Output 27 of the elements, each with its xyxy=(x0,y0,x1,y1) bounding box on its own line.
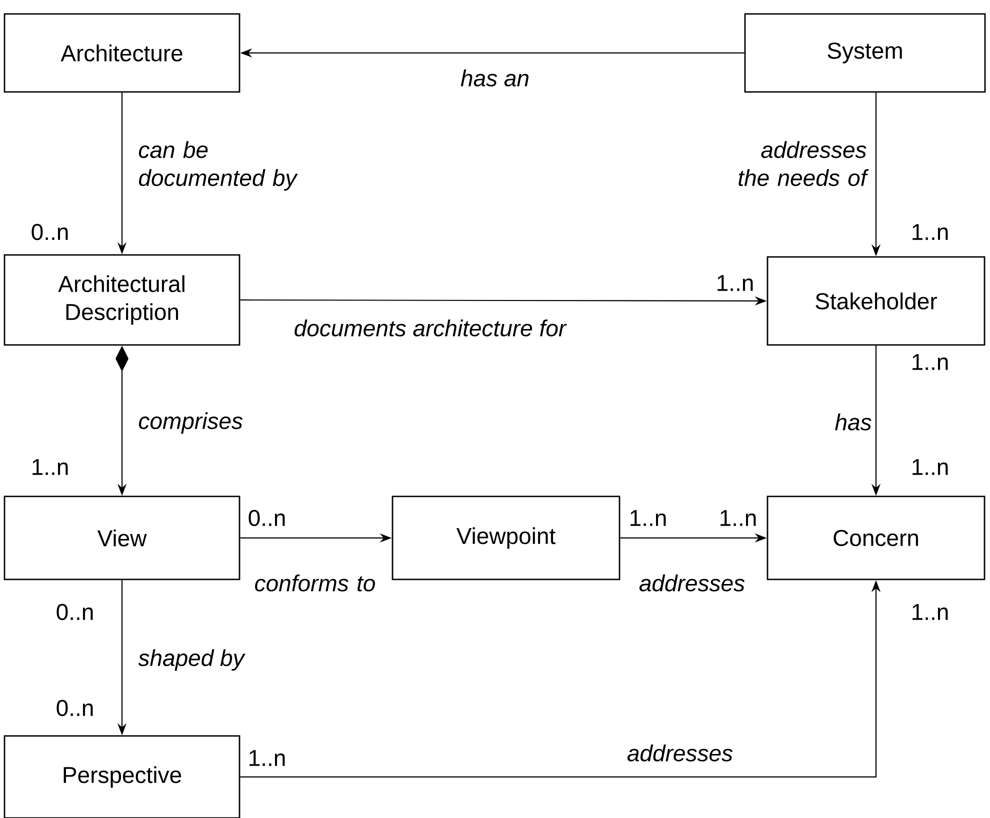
multiplicity-label: 1..n xyxy=(720,510,756,526)
edge-label: addresses the needs of xyxy=(738,141,869,186)
multiplicity-label: 1..n xyxy=(912,604,948,620)
class-box: System xyxy=(744,13,986,93)
edge-label: conforms to xyxy=(255,574,375,592)
edge-label: documents architecture for xyxy=(294,320,567,336)
multiplicity-label: 0..n xyxy=(56,604,93,620)
multiplicity-label: 1..n xyxy=(912,459,948,475)
multiplicity-label: 1..n xyxy=(718,275,753,291)
edge-label: can be documented by xyxy=(138,141,298,191)
multiplicity-label: 0..n xyxy=(248,510,285,526)
edge-label: has xyxy=(835,414,872,430)
edge-label: comprises xyxy=(138,412,243,434)
multiplicity-label: 1..n xyxy=(32,459,68,475)
class-box: Stakeholder xyxy=(766,256,986,346)
class-box: Perspective xyxy=(4,735,240,818)
class-box: Concern xyxy=(766,496,986,580)
edge-label: addresses xyxy=(639,574,745,592)
multiplicity-label: 1..n xyxy=(630,510,666,526)
class-box: View xyxy=(4,496,240,580)
class-box: Architecture xyxy=(4,13,240,93)
edge-label: shaped by xyxy=(138,649,246,671)
class-box: Architectural Description xyxy=(4,254,240,346)
class-box: Viewpoint xyxy=(392,496,620,580)
edge-label: has an xyxy=(460,70,528,86)
edge-label: addresses xyxy=(627,744,733,762)
multiplicity-label: 1..n xyxy=(250,750,285,766)
